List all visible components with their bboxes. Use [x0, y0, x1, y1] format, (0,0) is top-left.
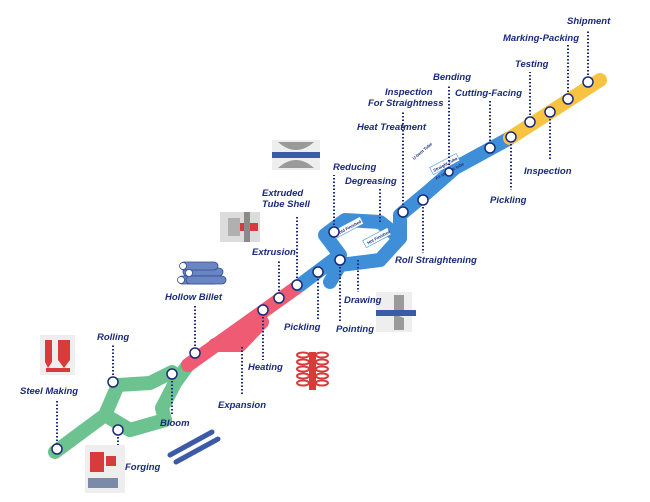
station-heating [257, 304, 269, 316]
station-markers [51, 76, 594, 455]
label-pickling-1: Pickling [284, 322, 321, 333]
label-bending: Bending [433, 72, 471, 83]
station-shipment [582, 76, 594, 88]
label-heating: Heating [248, 362, 283, 373]
station-testing [524, 116, 536, 128]
label-pickling-2: Pickling [490, 195, 527, 206]
label-hollow-billet: Hollow Billet [165, 292, 223, 303]
drawing-die-icon [376, 292, 416, 332]
label-forging: Forging [125, 462, 161, 473]
labels: Steel Making Rolling Forging Bloom Hollo… [20, 16, 611, 473]
bloom-bars-icon [167, 429, 221, 465]
label-cutting-facing: Cutting-Facing [455, 88, 522, 99]
station-reducing [328, 226, 340, 238]
label-testing: Testing [515, 59, 549, 70]
label-reducing: Reducing [333, 162, 376, 173]
label-roll-straightening: Roll Straightening [395, 255, 477, 266]
station-inspection [544, 106, 556, 118]
station-heat-treatment [397, 206, 409, 218]
ladle-icon [40, 335, 75, 375]
label-extrusion: Extrusion [252, 247, 296, 258]
station-bloom [166, 368, 178, 380]
label-steel-making: Steel Making [20, 386, 78, 397]
label-shipment: Shipment [567, 16, 611, 27]
hot-finished-tag [362, 227, 392, 249]
extrusion-die-icon [220, 212, 260, 242]
station-rolling [107, 376, 119, 388]
press-icon [85, 445, 125, 493]
station-steel-making [51, 443, 63, 455]
station-cutting-facing [484, 142, 496, 154]
station-roll-straightening [417, 194, 429, 206]
station-forging [112, 424, 124, 436]
station-pickling-1 [312, 266, 324, 278]
pipeline-yellow-segment [503, 73, 607, 145]
station-marking-packing [562, 93, 574, 105]
billet-stack-icon [177, 261, 227, 285]
label-expansion: Expansion [218, 400, 266, 411]
label-extruded-tube-shell: Extruded Tube Shell [262, 188, 310, 210]
straight-tube-tag [429, 153, 461, 176]
station-pointing [334, 254, 346, 266]
station-pickling-2 [505, 131, 517, 143]
label-inspection-final: Inspection [524, 166, 572, 177]
label-inspection-straightness: Inspection For Straightness [368, 87, 444, 109]
label-drawing: Drawing [344, 295, 382, 306]
label-degreasing: Degreasing [345, 176, 397, 187]
station-hollow-billet [189, 347, 201, 359]
station-bending [444, 167, 454, 177]
label-heat-treatment: Heat Treatment [357, 122, 427, 133]
label-bloom: Bloom [160, 418, 190, 429]
pipeline [48, 73, 607, 459]
station-extruded-tube-shell [291, 279, 303, 291]
label-pointing: Pointing [336, 324, 374, 335]
label-marking-packing: Marking-Packing [503, 33, 579, 44]
station-extrusion [273, 292, 285, 304]
reducing-rolls-icon [272, 140, 320, 170]
heating-coil-icon [296, 351, 329, 390]
label-rolling: Rolling [97, 332, 129, 343]
u-bent-tube-label: U-bent Tube [411, 141, 433, 161]
